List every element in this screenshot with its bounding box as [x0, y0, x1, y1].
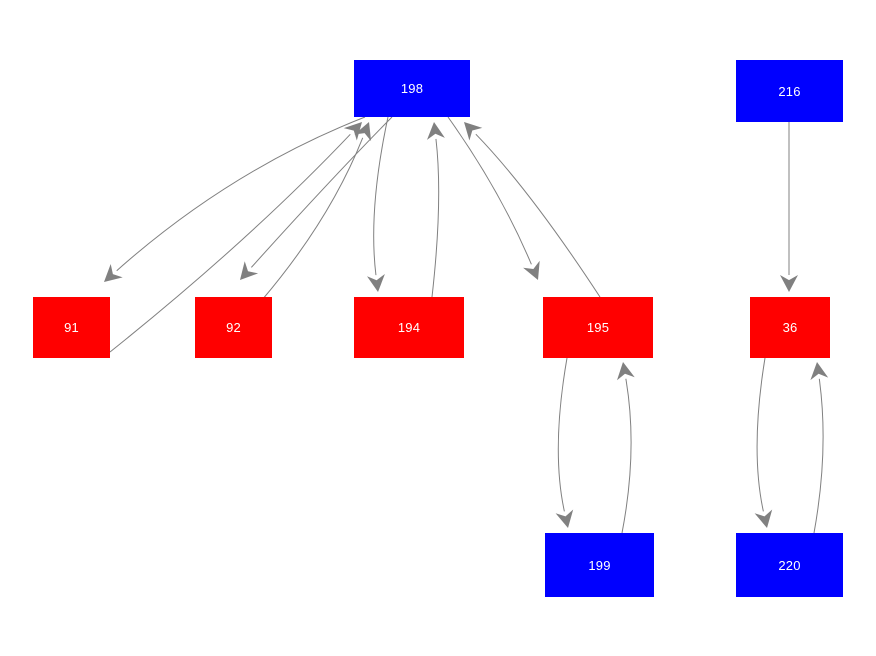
graph-edge-199-to-195 — [621, 378, 632, 534]
arrow-head-icon — [464, 122, 483, 141]
graph-edge-220-to-36 — [813, 378, 824, 534]
graph-edge-194-to-198 — [431, 138, 440, 298]
graph-edge-198-to-195 — [447, 116, 532, 265]
node-label: 199 — [588, 557, 611, 573]
graph-node-195[interactable]: 195 — [543, 297, 653, 358]
graph-edge-198-to-91 — [116, 116, 366, 272]
arrow-head-icon — [555, 509, 574, 528]
arrow-head-icon — [343, 122, 362, 141]
graph-edge-36-to-220 — [756, 357, 766, 512]
arrow-head-icon — [240, 261, 259, 280]
graph-node-220[interactable]: 220 — [736, 533, 843, 597]
node-label: 36 — [782, 320, 798, 335]
arrow-head-icon — [617, 362, 635, 381]
graph-node-92[interactable]: 92 — [195, 297, 272, 358]
arrow-head-icon — [754, 509, 773, 528]
arrow-head-icon — [367, 274, 385, 292]
node-label: 92 — [226, 320, 241, 335]
graph-edge-92-to-198 — [261, 137, 364, 301]
graph-node-194[interactable]: 194 — [354, 297, 464, 358]
arrow-head-icon — [354, 122, 372, 142]
node-label: 220 — [778, 557, 801, 573]
arrow-head-icon — [810, 362, 829, 381]
node-label: 91 — [64, 320, 79, 335]
arrow-head-icon — [780, 275, 798, 292]
graph-node-199[interactable]: 199 — [545, 533, 654, 597]
graph-edge-198-to-194 — [373, 116, 389, 276]
arrow-head-icon — [523, 260, 540, 280]
graph-edge-198-to-92 — [251, 116, 393, 268]
graph-node-216[interactable]: 216 — [736, 60, 843, 122]
graph-edge-195-to-198 — [475, 133, 601, 298]
graph-node-36[interactable]: 36 — [750, 297, 830, 358]
arrow-head-icon — [427, 122, 445, 140]
arrow-head-icon — [104, 264, 123, 282]
node-label: 195 — [586, 320, 610, 335]
node-label: 216 — [778, 83, 801, 99]
node-label: 194 — [397, 320, 421, 335]
graph-edge-195-to-199 — [557, 357, 568, 512]
node-label: 198 — [400, 81, 424, 96]
graph-node-91[interactable]: 91 — [33, 297, 110, 358]
graph-node-198[interactable]: 198 — [354, 60, 470, 117]
graph-edge-91-to-198 — [109, 133, 351, 353]
